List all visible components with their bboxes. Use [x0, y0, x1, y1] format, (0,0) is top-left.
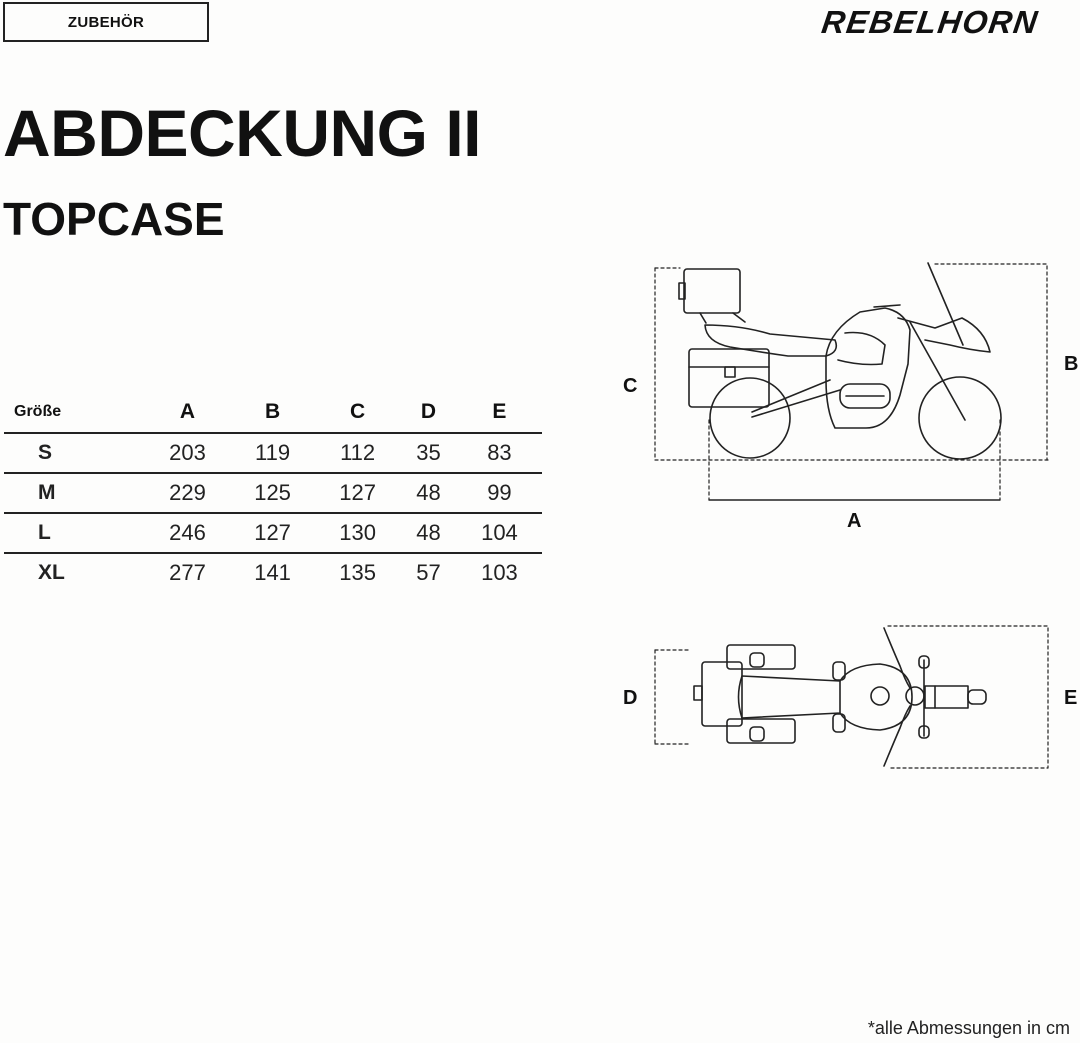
- motorcycle-side-view-icon: [654, 262, 1049, 501]
- value-cell: 35: [400, 433, 457, 474]
- value-cell: 229: [144, 473, 231, 514]
- table-row: M 229 125 127 48 99: [4, 473, 542, 514]
- label-b: B: [1064, 353, 1078, 375]
- value-cell: 203: [144, 433, 231, 474]
- label-c: C: [623, 375, 637, 397]
- value-cell: 48: [400, 473, 457, 514]
- value-cell: 119: [230, 433, 316, 474]
- value-cell: 127: [230, 513, 316, 554]
- value-cell: 125: [230, 473, 316, 514]
- table-row: XL 277 141 135 57 103: [4, 553, 542, 592]
- size-table: Größe A B C D E S 203 119 112 35 83 M 22…: [4, 392, 542, 592]
- size-table-header-row: Größe A B C D E: [4, 392, 542, 434]
- size-cell: L: [4, 513, 145, 554]
- label-d: D: [623, 687, 637, 709]
- value-cell: 127: [315, 473, 401, 514]
- value-cell: 135: [339, 560, 376, 585]
- label-e: E: [1064, 687, 1077, 709]
- header-size: Größe: [4, 392, 145, 434]
- footnote: *alle Abmessungen in cm: [867, 1018, 1070, 1038]
- label-a: A: [847, 510, 861, 532]
- value-cell: 141: [254, 560, 291, 585]
- motorcycle-top-view-icon: [654, 625, 1049, 769]
- value-cell: 112: [315, 433, 401, 474]
- value-cell: 130: [315, 513, 401, 554]
- value-cell: 277: [169, 560, 206, 585]
- category-badge: ZUBEHÖR: [3, 2, 209, 42]
- value-cell: 83: [456, 433, 542, 474]
- table-row: L 246 127 130 48 104: [4, 513, 542, 554]
- value-cell: 246: [144, 513, 231, 554]
- value-cell: 104: [456, 513, 542, 554]
- value-cell: 48: [400, 513, 457, 554]
- header-e: E: [456, 392, 542, 434]
- header-a: A: [144, 392, 231, 434]
- page-subtitle: TOPCASE: [3, 193, 225, 245]
- page-title: ABDECKUNG II: [3, 96, 482, 170]
- size-cell: M: [4, 473, 145, 514]
- value-cell: 103: [481, 560, 518, 585]
- value-cell: 99: [456, 473, 542, 514]
- header-b: B: [230, 392, 316, 434]
- size-cell: S: [4, 433, 145, 474]
- value-cell: 57: [416, 560, 441, 585]
- header-c: C: [315, 392, 401, 434]
- table-row: S 203 119 112 35 83: [4, 433, 542, 474]
- size-cell: XL: [38, 561, 65, 584]
- header-d: D: [400, 392, 457, 434]
